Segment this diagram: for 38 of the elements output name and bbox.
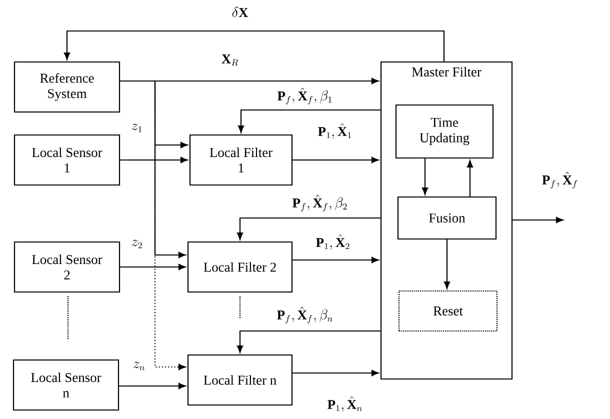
edge-label: $\mathbf{P}_{1}, \hat{\mathbf{X}}_{n}$: [326, 395, 364, 413]
arrow: [422, 158, 428, 195]
arrow: [120, 80, 186, 370]
arrow: [292, 370, 379, 376]
edge-label: $\mathbf{P}_{f}, \hat{\mathbf{X}}_{f}$: [540, 170, 580, 190]
sensor-box: Local Sensor n: [12, 359, 120, 411]
arrow: [236, 330, 380, 353]
arrow: [236, 217, 380, 240]
arrow: [512, 216, 564, 224]
reset-box: Reset: [398, 290, 498, 332]
arrow: [120, 156, 188, 164]
edge-label: $\mathbf{P}_{1}, \hat{\mathbf{X}}_{2}$: [314, 233, 352, 251]
edge-label: $\mathbf{P}_{f}, \hat{\mathbf{X}}_{f}, \beta_{2}$: [291, 194, 349, 212]
arrow: [238, 109, 380, 133]
arrow: [292, 256, 379, 264]
edge-label: $\mathbf{P}_{f}, \hat{\mathbf{X}}_{f}, \beta_{n}$: [276, 306, 334, 324]
filter-box: Local Filter 1: [189, 134, 293, 186]
arrow: [119, 382, 186, 390]
arrow: [444, 240, 450, 289]
filter-box: Local Filter 2: [187, 241, 293, 293]
arrow: [466, 160, 474, 196]
edge-label: $z_{n}$: [132, 360, 146, 372]
process-box: Fusion: [397, 196, 497, 240]
sensor-box: Local Sensor 1: [14, 134, 120, 186]
arrow: [120, 80, 186, 258]
arrow: [292, 156, 379, 164]
arrow: [64, 30, 445, 62]
edge-label: $\mathbf{X}_{R}$: [220, 54, 240, 66]
edge-label: $z_{1}$: [130, 122, 144, 134]
edge-label: $z_{2}$: [130, 238, 144, 250]
process-box: Time Updating: [395, 104, 494, 159]
edge-label: $\mathbf{P}_{1}, \hat{\mathbf{X}}_{1}$: [316, 122, 354, 140]
edge-label: $\mathbf{P}_{f}, \hat{\mathbf{X}}_{f}, \beta_{1}$: [276, 86, 334, 106]
arrow: [120, 264, 186, 270]
edge-label: $\delta\mathbf{X}$: [230, 6, 250, 18]
filter-box: Local Filter n: [187, 354, 293, 406]
sensor-box: Local Sensor 2: [14, 241, 120, 293]
reference-box: Reference System: [14, 61, 120, 113]
